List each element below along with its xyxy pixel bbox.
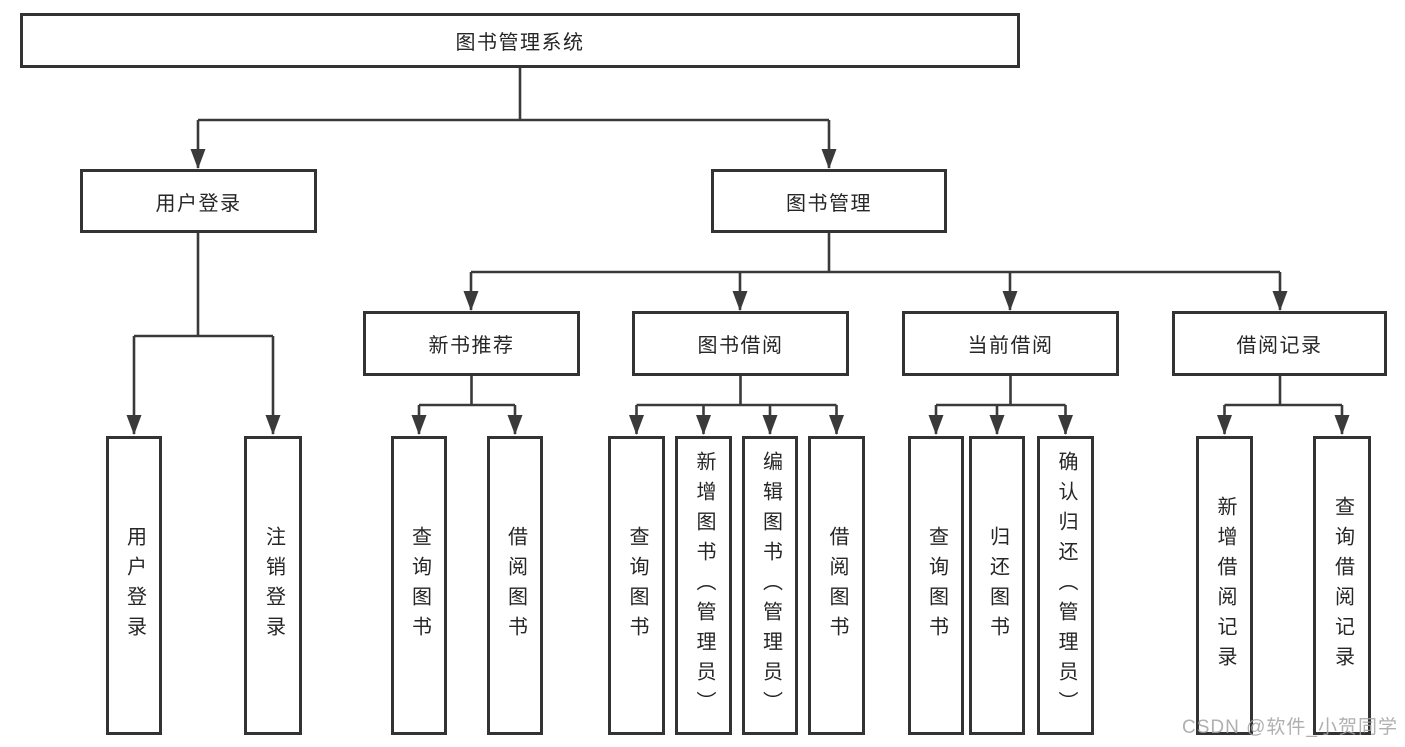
leaf-bb-query-books: 查询图书 xyxy=(608,436,665,735)
leaf-bb-query-books-label: 查询图书 xyxy=(626,525,648,646)
leaf-br-query-record-label: 查询借阅记录 xyxy=(1331,495,1354,676)
node-book-borrowing-label: 图书借阅 xyxy=(697,335,784,357)
node-current-borrowing: 当前借阅 xyxy=(902,311,1119,376)
leaf-cb-query-books-label: 查询图书 xyxy=(925,525,948,646)
leaf-logout: 注销登录 xyxy=(244,436,302,735)
node-book-borrowing: 图书借阅 xyxy=(632,311,849,376)
leaf-cb-confirm-return-admin-label: 确认归还（管理员） xyxy=(1055,450,1077,721)
edge-current-borrow-bar xyxy=(936,376,1066,407)
leaf-bb-borrow-books: 借阅图书 xyxy=(808,436,865,735)
node-user-login-label: 用户登录 xyxy=(155,192,242,215)
node-borrowing-records: 借阅记录 xyxy=(1172,311,1387,376)
leaf-nb-query-books: 查询图书 xyxy=(391,436,447,735)
leaf-cb-confirm-return-admin: 确认归还（管理员） xyxy=(1037,436,1094,735)
leaf-user-login: 用户登录 xyxy=(106,436,162,735)
edge-user-login-bar xyxy=(134,233,273,338)
leaf-user-login-label: 用户登录 xyxy=(123,525,146,646)
edge-book-mgmt-bar xyxy=(471,233,1280,274)
node-user-login: 用户登录 xyxy=(80,169,317,233)
leaf-cb-return-books: 归还图书 xyxy=(969,436,1025,735)
leaf-nb-borrow-books: 借阅图书 xyxy=(487,436,543,735)
node-new-book-recommend: 新书推荐 xyxy=(363,311,580,376)
leaf-bb-add-books-admin-label: 新增图书（管理员） xyxy=(693,450,715,721)
leaf-logout-label: 注销登录 xyxy=(262,525,285,646)
leaf-bb-edit-books-admin: 编辑图书（管理员） xyxy=(742,436,798,735)
leaf-cb-query-books: 查询图书 xyxy=(908,436,964,735)
leaf-bb-borrow-books-label: 借阅图书 xyxy=(826,525,848,646)
edge-root-bar xyxy=(198,68,829,122)
node-root-system: 图书管理系统 xyxy=(20,13,1020,68)
edge-new-book-bar xyxy=(419,376,515,407)
leaf-br-add-record-label: 新增借阅记录 xyxy=(1214,495,1236,676)
node-book-management-label: 图书管理 xyxy=(786,192,872,215)
edge-book-borrow-bar xyxy=(636,376,837,407)
node-borrowing-records-label: 借阅记录 xyxy=(1236,335,1323,357)
leaf-bb-edit-books-admin-label: 编辑图书（管理员） xyxy=(759,450,782,721)
leaf-nb-borrow-books-label: 借阅图书 xyxy=(504,525,527,646)
leaf-nb-query-books-label: 查询图书 xyxy=(408,525,431,646)
leaf-bb-add-books-admin: 新增图书（管理员） xyxy=(675,436,732,735)
node-book-management: 图书管理 xyxy=(711,169,947,233)
leaf-br-query-record: 查询借阅记录 xyxy=(1313,436,1371,735)
edge-borrow-records-bar xyxy=(1224,376,1342,407)
node-root-system-label: 图书管理系统 xyxy=(455,32,585,54)
leaf-cb-return-books-label: 归还图书 xyxy=(986,525,1009,646)
leaf-br-add-record: 新增借阅记录 xyxy=(1196,436,1253,735)
node-new-book-recommend-label: 新书推荐 xyxy=(428,335,515,357)
node-current-borrowing-label: 当前借阅 xyxy=(967,335,1054,357)
csdn-watermark: CSDN @软件_小贺同学 xyxy=(1182,717,1398,738)
